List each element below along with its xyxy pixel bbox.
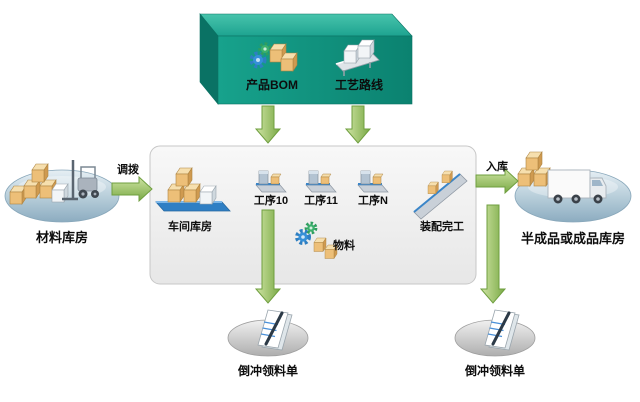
assembly-conveyor-icon (413, 170, 468, 220)
product-bom-icon (249, 42, 298, 72)
label-workshop-warehouse: 车间库房 (168, 221, 212, 233)
label-assembly-done: 装配完工 (420, 221, 464, 233)
arrow-down-bom (254, 105, 282, 144)
label-finished-warehouse: 半成品或成品库房 (520, 231, 626, 246)
label-process-10: 工序10 (253, 195, 289, 207)
label-process-11: 工序11 (304, 195, 338, 207)
backflush-right-platform (454, 308, 536, 357)
label-process-n: 工序N (358, 195, 388, 207)
material-gears-icon (295, 221, 338, 259)
arrow-down-backflush-left (254, 209, 282, 304)
label-backflush-right: 倒冲领料单 (464, 364, 526, 378)
truck-icon (547, 169, 607, 204)
workshop-panel (149, 145, 477, 285)
label-material: 物料 (333, 240, 355, 252)
label-backflush-left: 倒冲领料单 (237, 364, 299, 378)
cartons-icon (517, 151, 551, 187)
process-route-icon (335, 39, 380, 76)
label-product-bom: 产品BOM (246, 78, 298, 92)
arrow-down-backflush-right (479, 204, 507, 304)
arrow-down-route (344, 105, 372, 144)
bom-routing-box (199, 13, 413, 105)
backflush-left-platform (227, 308, 309, 357)
label-transfer: 调拨 (117, 164, 139, 176)
forklift-icon (62, 160, 99, 201)
arrow-transfer (111, 175, 153, 203)
material-warehouse-platform (4, 160, 120, 223)
label-inbound: 入库 (486, 161, 508, 173)
arrow-inbound (475, 167, 519, 195)
label-process-route: 工艺路线 (334, 78, 384, 92)
label-material-warehouse: 材料库房 (35, 230, 89, 245)
workshop-warehouse-icon (155, 167, 231, 212)
finished-warehouse-platform (514, 151, 632, 223)
